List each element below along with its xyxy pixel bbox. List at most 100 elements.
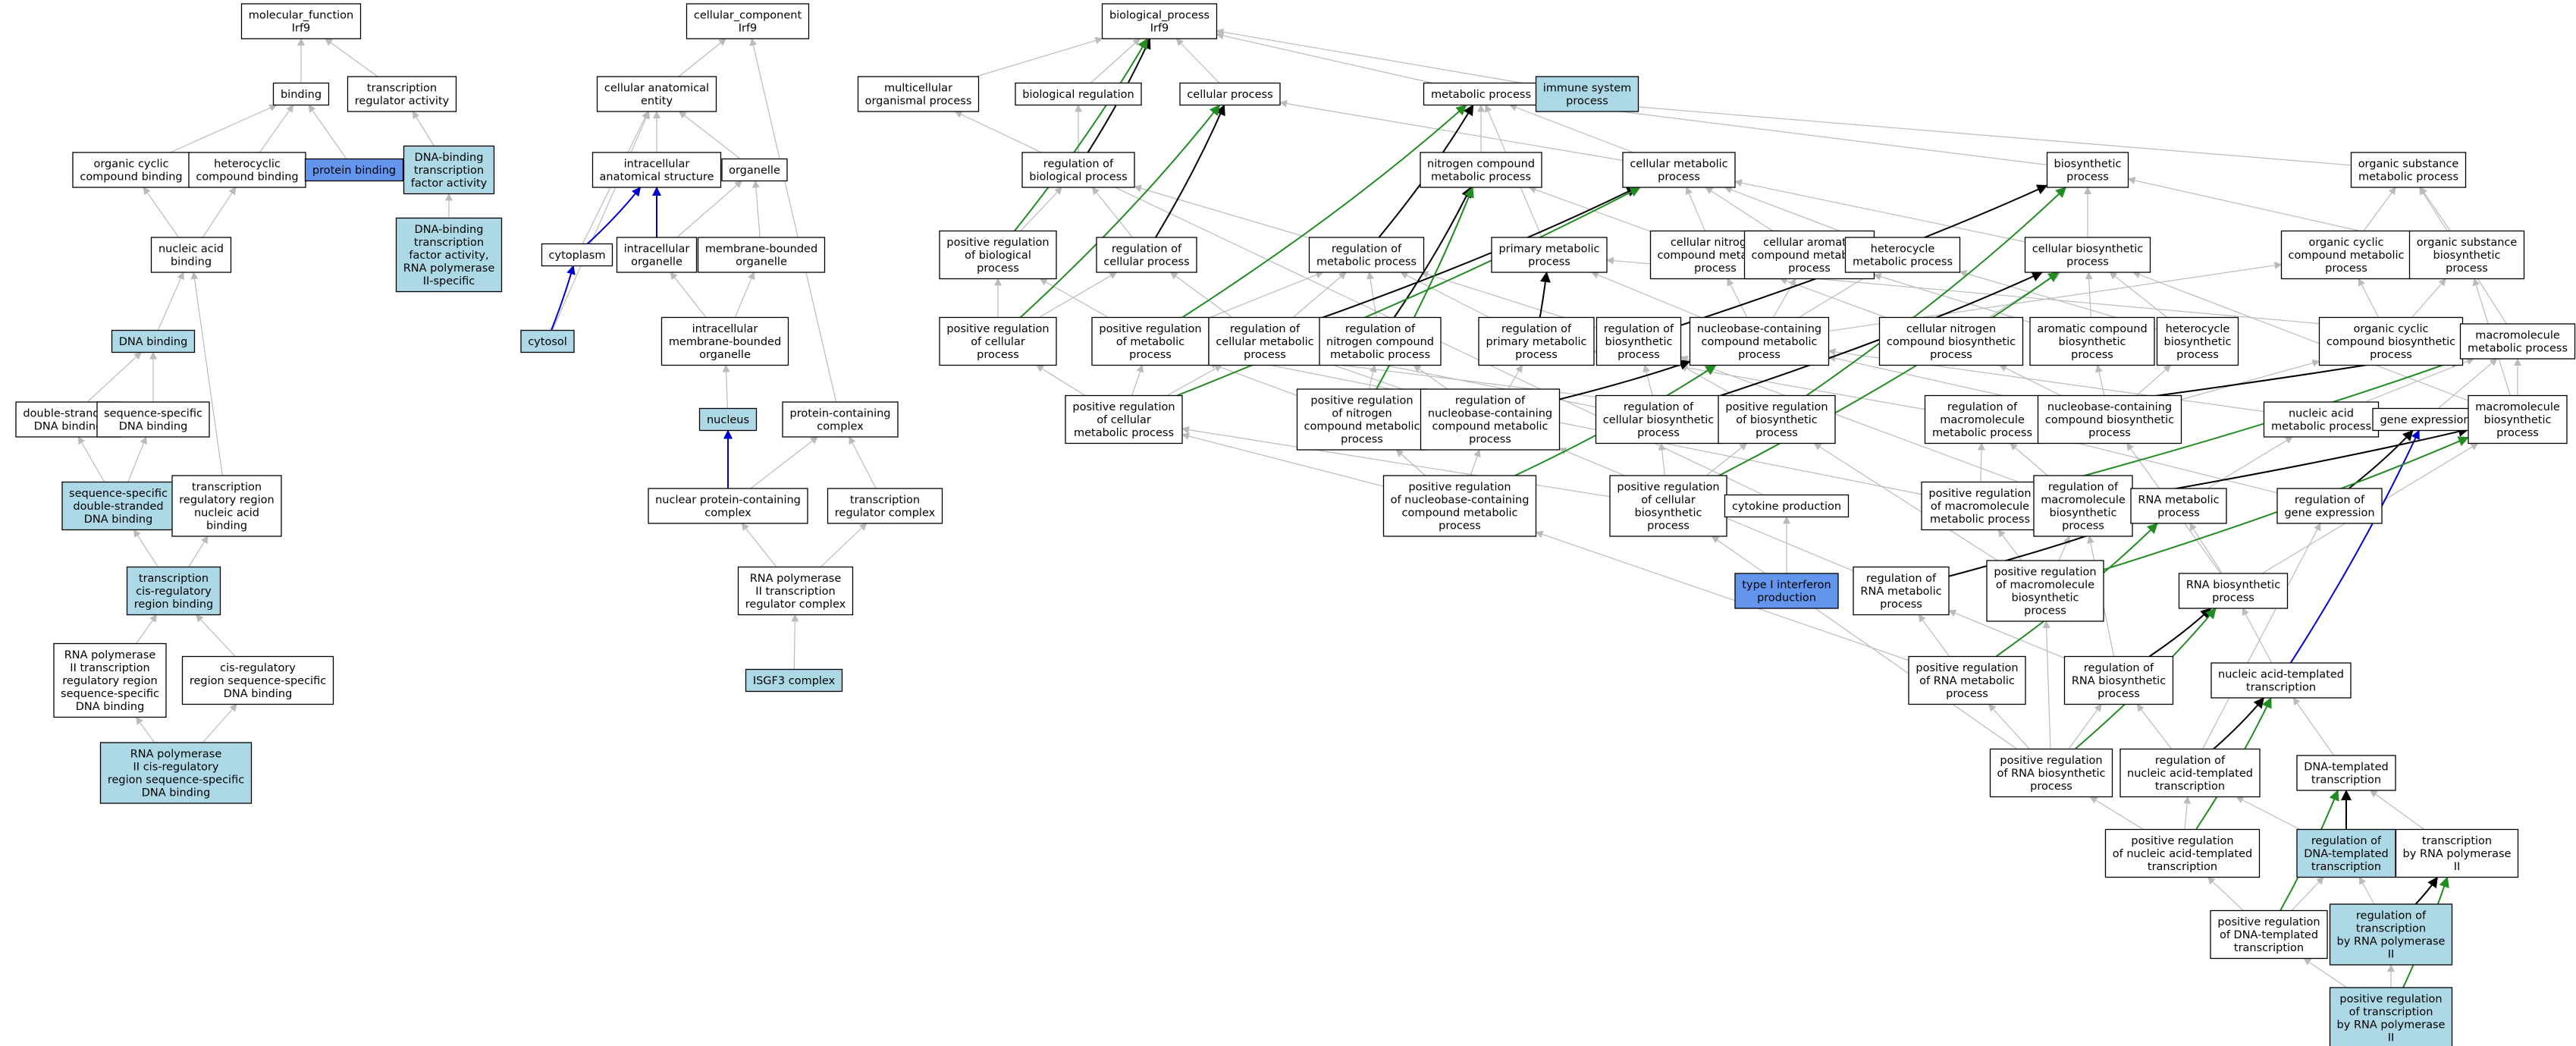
edge-is_a	[202, 187, 237, 238]
edge-is_a	[1711, 536, 2018, 749]
edge-is_a	[1169, 272, 1233, 318]
node-box	[403, 145, 495, 195]
node-box	[1091, 316, 1210, 366]
edge-is_a	[2189, 523, 2223, 574]
node-box	[591, 152, 722, 188]
edge-is_a	[2136, 703, 2173, 749]
node-box	[1535, 76, 1639, 112]
edge-pos	[1176, 187, 1641, 397]
edge-is_a	[1090, 38, 1141, 83]
node-box	[1065, 394, 1183, 444]
edge-part_of	[586, 187, 642, 245]
go-term-node-cyto: cytoplasm	[541, 243, 613, 267]
node-label: DNA binding	[119, 336, 188, 348]
node-box	[72, 152, 190, 188]
go-term-node-binding: binding	[272, 82, 330, 106]
edge-is_a	[136, 716, 155, 743]
edge-is_a	[136, 614, 158, 644]
edge-is_a	[2068, 703, 2102, 749]
edge-is_a	[1020, 187, 1062, 231]
edge-is_a	[1208, 350, 1922, 495]
edge-is_a	[676, 180, 743, 238]
node-box	[616, 237, 698, 273]
node-box	[1924, 394, 2041, 444]
edge-is_a	[1292, 272, 1347, 318]
edge-pos	[1019, 104, 1221, 319]
edge-is_a	[2183, 796, 2192, 830]
edge-is_a	[1705, 442, 1748, 476]
edge-is_a	[2411, 278, 2447, 318]
node-box	[520, 329, 575, 353]
edge-is_a	[1039, 278, 1109, 319]
node-box	[827, 488, 943, 524]
node-box	[272, 82, 330, 106]
edge-is_a	[791, 614, 799, 670]
edge-is_a	[678, 38, 727, 77]
edge-is_a	[157, 272, 184, 331]
edge-is_a	[1999, 364, 2062, 397]
node-box	[1853, 566, 1950, 616]
go-term-node-dnab: DNA binding	[111, 329, 196, 353]
edge-is_a	[1772, 278, 1796, 318]
edge-is_a	[2058, 536, 2071, 561]
node-box	[2046, 152, 2129, 188]
node-box	[1319, 316, 1442, 366]
edge-is_a	[751, 180, 761, 238]
node-box	[1491, 237, 1608, 273]
edge-is_a	[2363, 187, 2396, 231]
node-box	[2130, 488, 2227, 524]
go-term-node-org: organelle	[721, 158, 788, 182]
edge-is_a	[1948, 609, 2065, 659]
node-box	[2329, 987, 2453, 1046]
node-box	[1989, 748, 2113, 798]
edge-is_a	[820, 523, 868, 567]
edge-is_a	[2136, 364, 2172, 396]
edge-is_a	[1470, 449, 1481, 476]
node-box	[2119, 748, 2261, 798]
node-box	[1096, 237, 1197, 273]
edge-is_a	[1727, 278, 1748, 318]
node-box	[737, 566, 854, 616]
edge-is_a	[1208, 361, 1297, 396]
edge-is_a	[325, 38, 378, 77]
node-box	[939, 316, 1057, 366]
